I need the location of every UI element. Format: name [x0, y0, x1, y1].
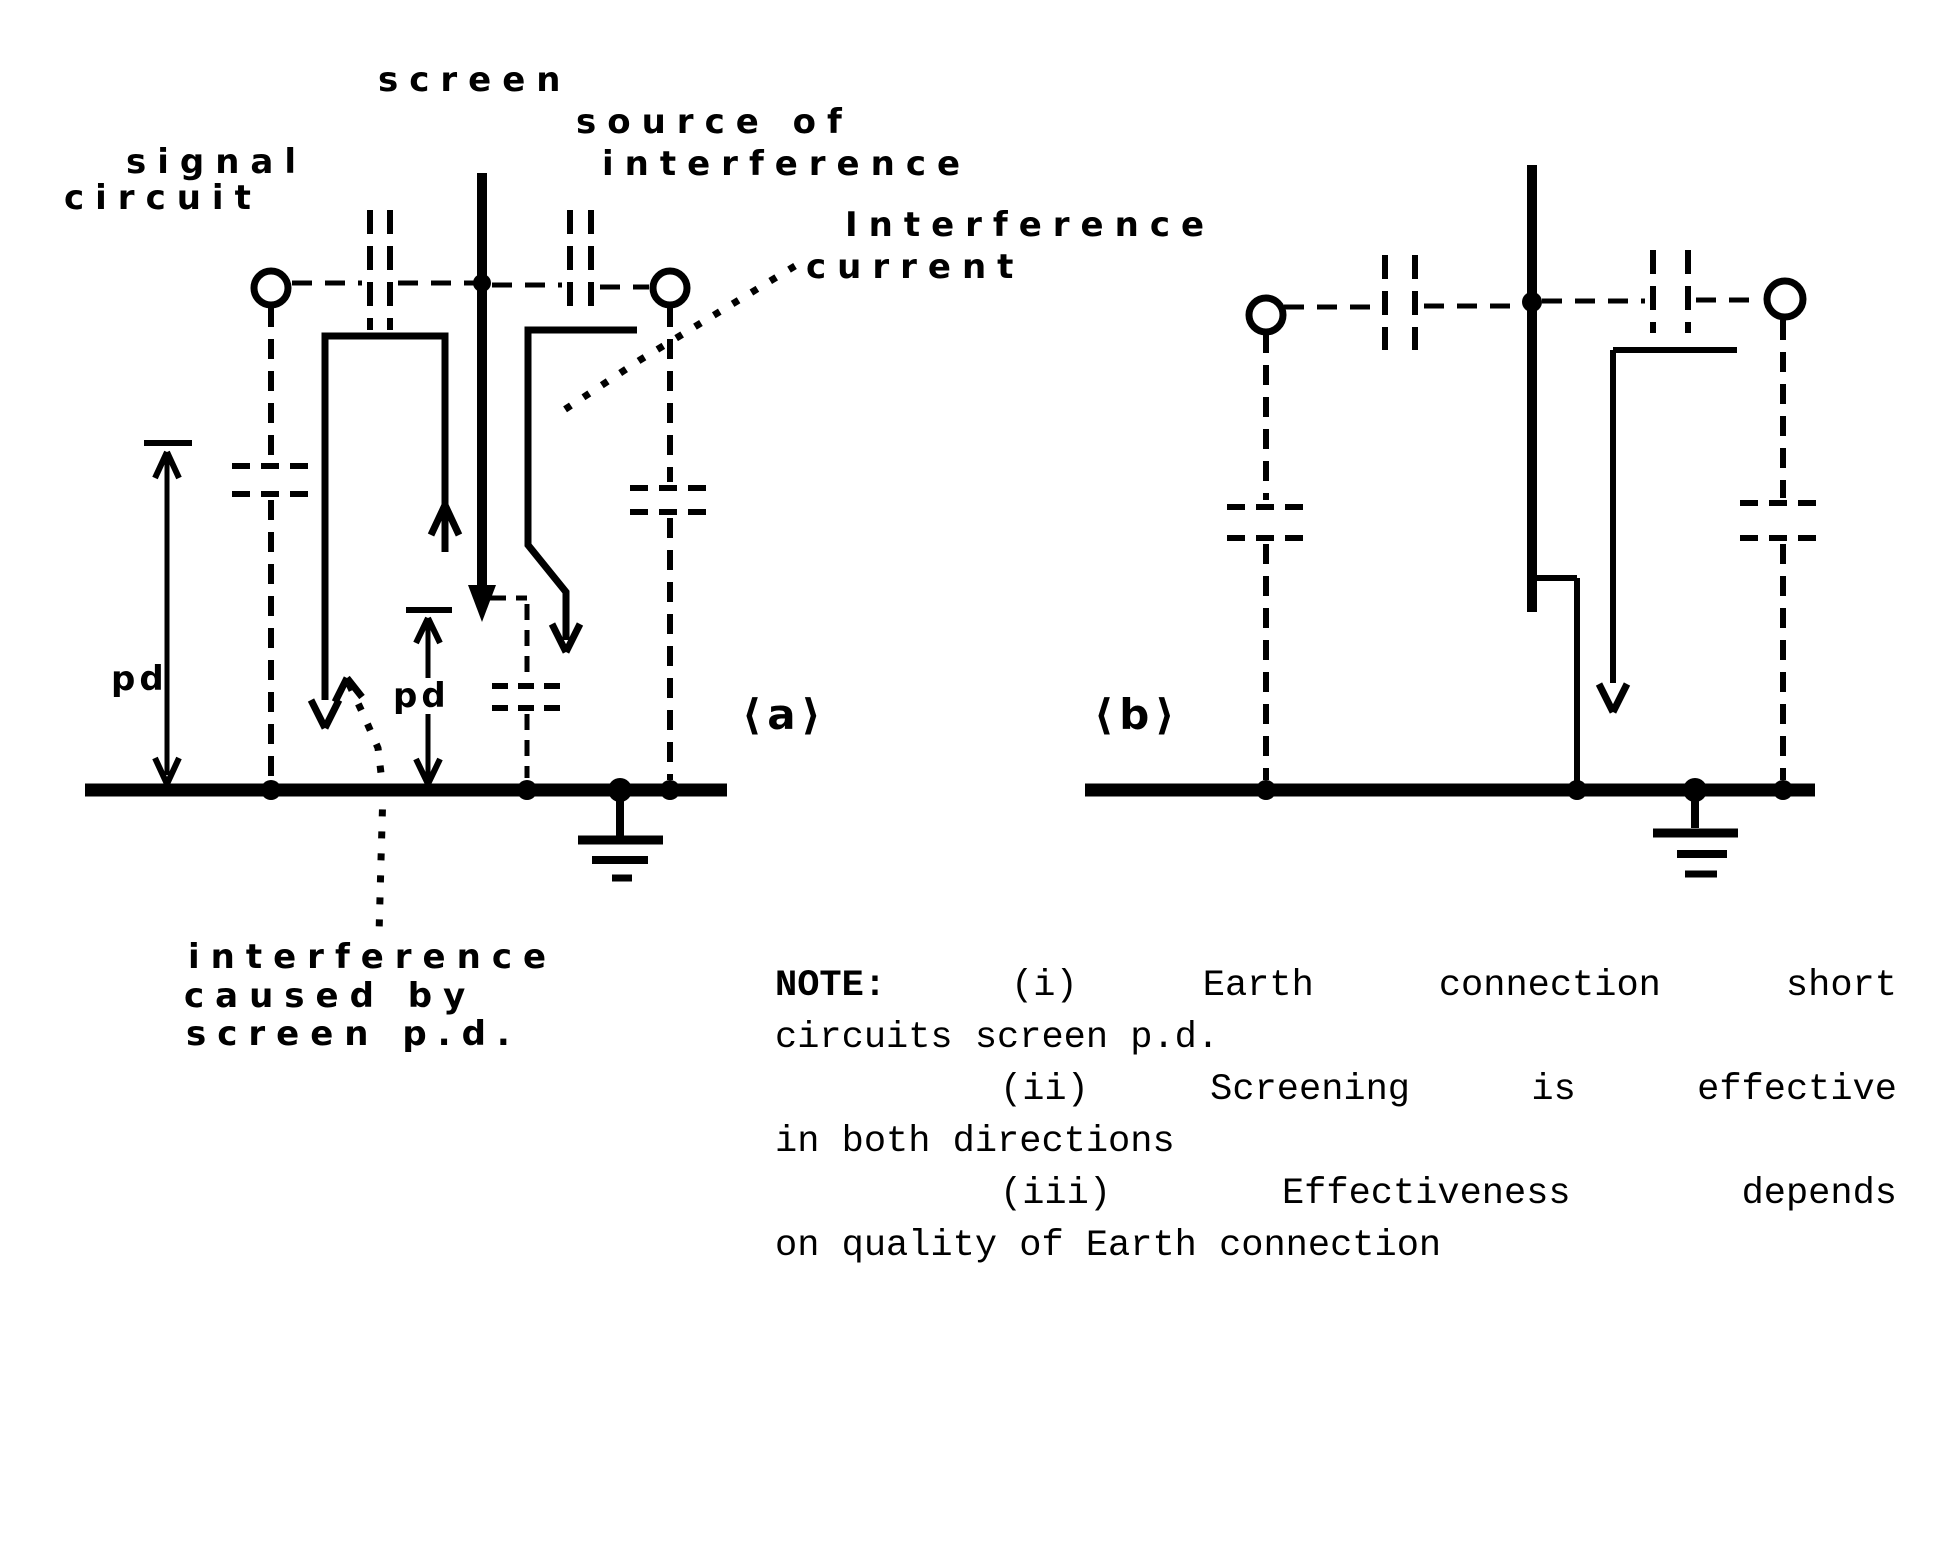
pd-label-left: pd [111, 659, 168, 699]
screen-earth-branch-a [490, 595, 530, 778]
leader-screen-pd-interference [331, 675, 387, 936]
source-of-interference-label-line1: source of [576, 102, 853, 142]
note-line-5: (iii) Effectiveness depends [1000, 1173, 1897, 1215]
capacitor-source-earth-b [1740, 500, 1822, 541]
interference-current-path-b [1595, 347, 1737, 714]
capacitor-right-a [567, 210, 594, 308]
arrowhead-down-left-leg [307, 698, 343, 730]
earth-symbol-a [578, 796, 663, 882]
interference-current-label-line2: current [806, 247, 1025, 287]
interference-current-label-line1: Interference [845, 205, 1216, 245]
capacitor-left-a [367, 210, 393, 330]
capacitor-screen-earth-a [492, 683, 570, 711]
earth-symbol-b [1653, 796, 1738, 878]
note-line-6: on quality of Earth connection [775, 1225, 1442, 1267]
capacitor-right-b [1650, 250, 1691, 333]
arrowhead-down-b [1595, 682, 1631, 714]
screen-pd-interference-label-line2: caused by [184, 976, 477, 1016]
signal-circuit-label-line2: circuit [64, 178, 262, 218]
terminal-signal-a [250, 267, 292, 309]
note-heading: NOTE: [775, 965, 887, 1007]
top-wire-a [292, 280, 649, 290]
panel-a-schematic [85, 173, 797, 936]
note-block: NOTE: (i) Earth connection short circuit… [775, 960, 1897, 1272]
arrowhead-up-right-leg [427, 503, 463, 537]
leader-interference-current [556, 263, 797, 417]
arrowhead-down-interference [548, 622, 584, 654]
panel-b-schematic [1085, 165, 1822, 878]
pd-label-middle: pd [390, 678, 453, 714]
terminal-source-b [1763, 277, 1807, 321]
signal-current-loop-a [307, 332, 463, 730]
note-line-4: in both directions [775, 1121, 1175, 1163]
note-line-3: (ii) Screening is effective [1000, 1069, 1897, 1111]
screen-pd-interference-label-line1: interference [188, 937, 558, 977]
panel-b-label: ⟨b⟩ [1094, 690, 1181, 739]
capacitor-source-earth-a [630, 485, 709, 515]
screen-pd-interference-label-line3: screen p.d. [186, 1014, 521, 1054]
terminal-source-a [649, 267, 691, 309]
capacitor-signal-earth-a [232, 463, 311, 497]
screen-label: screen [378, 60, 572, 100]
signal-circuit-label-line1: signal [126, 142, 308, 182]
note-line-2: circuits screen p.d. [775, 1017, 1220, 1059]
note-line-1: NOTE: (i) Earth connection short [775, 960, 1897, 1012]
ground-junction-dots-b [1256, 778, 1793, 802]
capacitor-signal-earth-b [1227, 504, 1307, 541]
leader-arrowhead [331, 675, 365, 704]
screen-earth-connection-b [1532, 575, 1580, 783]
top-wire-b [1284, 297, 1762, 310]
terminal-signal-b [1245, 294, 1287, 336]
interference-current-loop-a [524, 326, 637, 654]
screen-current-arrowhead-a [468, 585, 496, 622]
pd-dimension-left [144, 440, 192, 786]
source-of-interference-label-line2: interference [602, 144, 972, 184]
panel-a-label: ⟨a⟩ [742, 690, 827, 739]
capacitor-left-b [1382, 255, 1418, 350]
ground-junction-dots-a [261, 778, 680, 802]
